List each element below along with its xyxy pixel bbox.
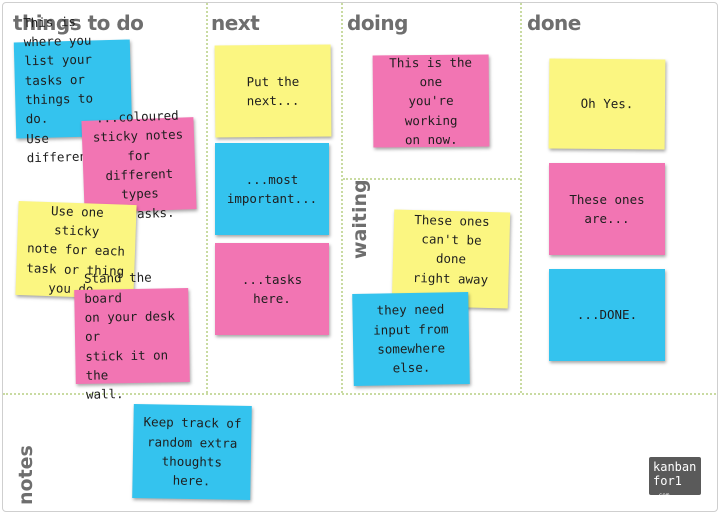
divider-doing-done [520,3,522,393]
sticky-note[interactable]: they need input from somewhere else. [352,291,470,387]
divider-notes [3,393,717,395]
sticky-note[interactable]: This is the one you're working on now. [372,54,490,148]
sticky-note[interactable]: ...coloured sticky notes for different t… [81,107,197,222]
sticky-note[interactable]: ...tasks here. [215,243,329,335]
column-title-next: next [211,11,260,35]
logo-line-2: for1 .com [653,474,697,503]
sticky-note[interactable]: These ones are... [549,163,665,255]
logo-line-2-text: for1 [653,474,682,488]
kanban-for-1-logo: kanban for1 .com [649,457,701,499]
logo-line-3: .com [655,491,670,499]
sticky-note[interactable]: Put the next... [214,44,332,138]
column-title-notes: notes [15,445,37,505]
sticky-note[interactable]: Keep track of random extra thoughts here… [132,403,252,501]
divider-next-doing [341,3,343,393]
column-title-doing: doing [347,11,408,35]
column-title-done: done [527,11,581,35]
sticky-note[interactable]: Oh Yes. [548,58,666,150]
divider-doing-waiting [343,178,520,180]
sticky-note[interactable]: ...DONE. [549,269,665,361]
logo-line-1: kanban [653,460,697,474]
sticky-note[interactable]: Stand the board on your desk or stick it… [74,270,190,402]
divider-todo-next [206,3,208,393]
column-title-waiting: waiting [349,179,371,259]
column-title-things-to-do: things to do [13,11,144,35]
sticky-note[interactable]: ...most important... [215,143,329,235]
